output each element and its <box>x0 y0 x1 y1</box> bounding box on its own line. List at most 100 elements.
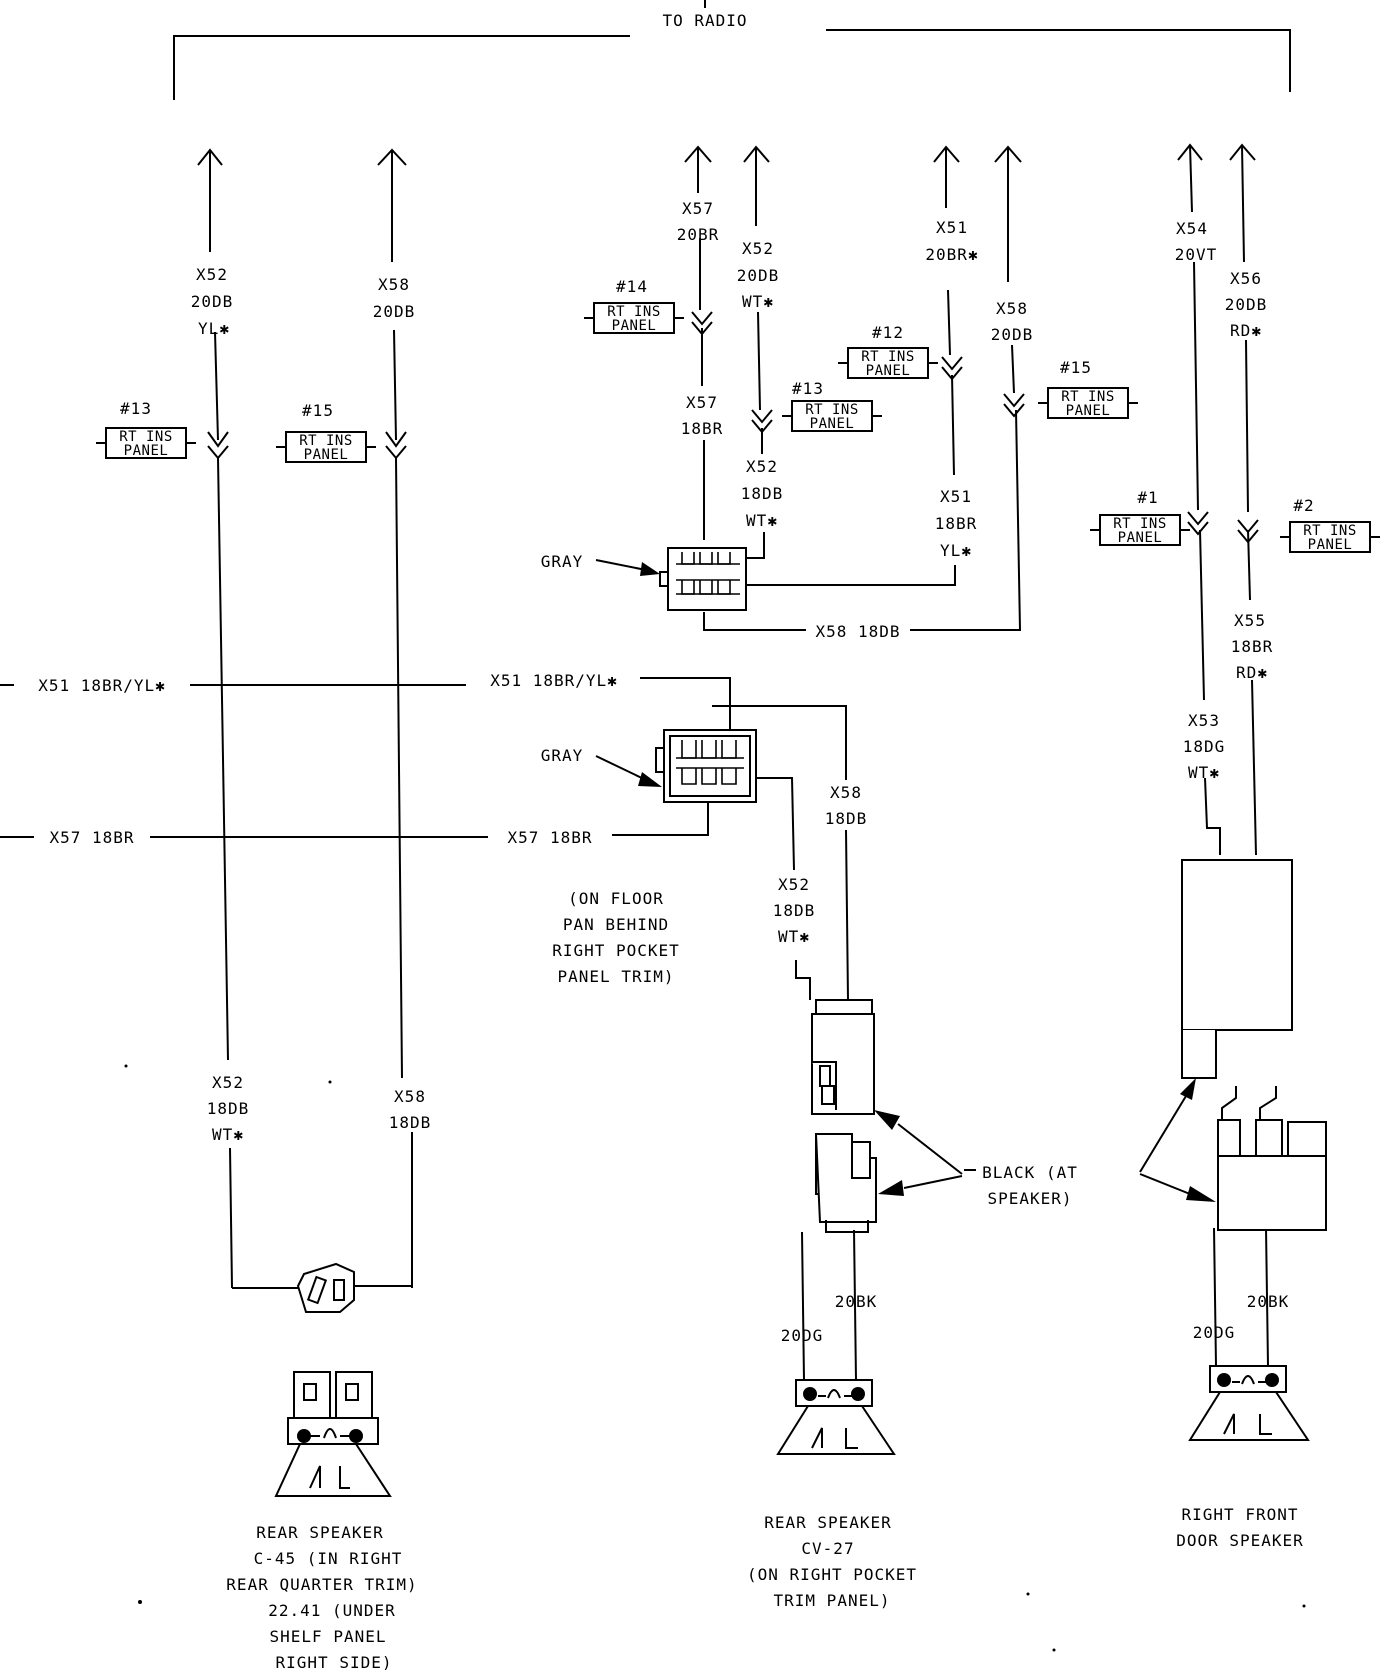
svg-text:18DG: 18DG <box>1183 737 1226 756</box>
speaker-rear-left <box>274 1371 392 1497</box>
svg-text:WT✱: WT✱ <box>742 292 774 311</box>
svg-text:PANEL TRIM): PANEL TRIM) <box>558 967 675 986</box>
svg-text:SPEAKER): SPEAKER) <box>987 1189 1072 1208</box>
svg-text:X57: X57 <box>682 199 714 218</box>
splice-arrows <box>207 311 1259 544</box>
svg-text:RIGHT FRONT: RIGHT FRONT <box>1182 1505 1299 1524</box>
svg-text:20DG: 20DG <box>1193 1323 1236 1342</box>
svg-text:20DB: 20DB <box>1225 295 1268 314</box>
splice-box-1: RT INS PANEL #13 <box>96 399 196 459</box>
splice-label: #15 <box>1060 358 1092 377</box>
svg-text:18DB: 18DB <box>825 809 868 828</box>
svg-text:RT INS: RT INS <box>1061 389 1115 405</box>
svg-text:RD✱: RD✱ <box>1236 663 1268 682</box>
wire-runs <box>0 144 1269 1381</box>
svg-text:X51: X51 <box>940 487 972 506</box>
svg-text:20DB: 20DB <box>991 325 1034 344</box>
svg-text:REAR SPEAKER: REAR SPEAKER <box>256 1523 384 1542</box>
svg-text:PANEL: PANEL <box>124 443 169 459</box>
svg-text:REAR QUARTER TRIM): REAR QUARTER TRIM) <box>226 1575 417 1594</box>
caption-rear-mid: REAR SPEAKER CV-27 (ON RIGHT POCKET TRIM… <box>747 1513 917 1610</box>
black-connector-mid: BLACK (AT SPEAKER) <box>811 999 1077 1233</box>
svg-text:18DB: 18DB <box>207 1099 250 1118</box>
svg-text:PANEL: PANEL <box>1308 537 1353 553</box>
svg-text:X57: X57 <box>686 393 718 412</box>
svg-text:18DB: 18DB <box>773 901 816 920</box>
svg-text:X52: X52 <box>212 1073 244 1092</box>
svg-text:RT INS: RT INS <box>119 429 173 445</box>
svg-text:20DB: 20DB <box>373 302 416 321</box>
speaker-right-front <box>1188 1365 1310 1441</box>
svg-text:PANEL: PANEL <box>1118 530 1163 546</box>
svg-text:YL✱: YL✱ <box>198 319 230 338</box>
svg-text:RT INS: RT INS <box>861 349 915 365</box>
splice-label: #13 <box>792 379 824 398</box>
splice-label: #14 <box>616 277 648 296</box>
svg-text:X51 18BR/YL✱: X51 18BR/YL✱ <box>490 671 618 690</box>
svg-text:RT INS: RT INS <box>805 402 859 418</box>
svg-text:18DB: 18DB <box>389 1113 432 1132</box>
svg-text:WT✱: WT✱ <box>778 927 810 946</box>
gray-label: GRAY <box>541 746 584 765</box>
svg-text:18BR: 18BR <box>935 514 978 533</box>
svg-text:RIGHT SIDE): RIGHT SIDE) <box>276 1653 393 1670</box>
svg-text:X51: X51 <box>936 218 968 237</box>
svg-text:X52: X52 <box>742 239 774 258</box>
radio-title: TO RADIO <box>662 11 747 30</box>
splice-box-8: RT INS PANEL #2 <box>1280 496 1380 553</box>
svg-text:RD✱: RD✱ <box>1230 321 1262 340</box>
svg-text:X56: X56 <box>1230 269 1262 288</box>
svg-text:RT INS: RT INS <box>607 304 661 320</box>
svg-text:20DB: 20DB <box>737 266 780 285</box>
svg-text:PAN BEHIND: PAN BEHIND <box>563 915 669 934</box>
svg-text:PANEL: PANEL <box>810 416 855 432</box>
svg-text:X52: X52 <box>778 875 810 894</box>
svg-text:WT✱: WT✱ <box>212 1125 244 1144</box>
svg-text:22.41 (UNDER: 22.41 (UNDER <box>268 1601 396 1620</box>
svg-text:20DG: 20DG <box>781 1326 824 1345</box>
splice-box-5: RT INS PANEL #12 <box>838 323 938 379</box>
wire-labels: X52 20DB YL✱ X58 20DB X57 20BR X52 20DB … <box>38 199 1290 1345</box>
svg-text:(ON RIGHT POCKET: (ON RIGHT POCKET <box>747 1565 917 1584</box>
gray-connector-1: GRAY <box>541 547 747 611</box>
svg-text:SHELF PANEL: SHELF PANEL <box>270 1627 387 1646</box>
gray-label: GRAY <box>541 552 584 571</box>
right-front-module <box>1139 859 1327 1231</box>
floor-note: (ON FLOOR PAN BEHIND RIGHT POCKET PANEL … <box>552 889 679 986</box>
splice-box-6: RT INS PANEL #15 <box>1038 358 1138 419</box>
svg-text:C-45 (IN RIGHT: C-45 (IN RIGHT <box>254 1549 403 1568</box>
rear-left-connector <box>296 1262 355 1313</box>
splice-label: #15 <box>302 401 334 420</box>
svg-text:YL✱: YL✱ <box>940 541 972 560</box>
svg-text:X58: X58 <box>378 275 410 294</box>
svg-text:X51 18BR/YL✱: X51 18BR/YL✱ <box>38 676 166 695</box>
svg-text:X55: X55 <box>1234 611 1266 630</box>
caption-right-front: RIGHT FRONT DOOR SPEAKER <box>1176 1505 1304 1550</box>
svg-text:18BR: 18BR <box>1231 637 1274 656</box>
scan-specks <box>124 1064 1306 1652</box>
svg-text:PANEL: PANEL <box>1066 403 1111 419</box>
splice-label: #13 <box>120 399 152 418</box>
svg-text:TRIM PANEL): TRIM PANEL) <box>774 1591 891 1610</box>
splice-label: #12 <box>872 323 904 342</box>
svg-text:PANEL: PANEL <box>866 363 911 379</box>
svg-text:WT✱: WT✱ <box>1188 763 1220 782</box>
svg-text:X57 18BR: X57 18BR <box>49 828 134 847</box>
svg-text:20BK: 20BK <box>1247 1292 1290 1311</box>
svg-text:CV-27: CV-27 <box>801 1539 854 1558</box>
svg-text:X52: X52 <box>746 457 778 476</box>
splice-box-2: RT INS PANEL #15 <box>276 401 376 463</box>
svg-text:20BR: 20BR <box>677 225 720 244</box>
radio-terminals <box>197 143 1256 166</box>
svg-text:X57 18BR: X57 18BR <box>507 828 592 847</box>
svg-text:X58 18DB: X58 18DB <box>815 622 900 641</box>
svg-text:18BR: 18BR <box>681 419 724 438</box>
svg-text:DOOR SPEAKER: DOOR SPEAKER <box>1176 1531 1304 1550</box>
svg-text:20BK: 20BK <box>835 1292 878 1311</box>
svg-text:RT INS: RT INS <box>1113 516 1167 532</box>
svg-text:REAR SPEAKER: REAR SPEAKER <box>764 1513 892 1532</box>
splice-box-3: RT INS PANEL #14 <box>584 277 684 334</box>
svg-text:WT✱: WT✱ <box>746 511 778 530</box>
svg-text:X53: X53 <box>1188 711 1220 730</box>
